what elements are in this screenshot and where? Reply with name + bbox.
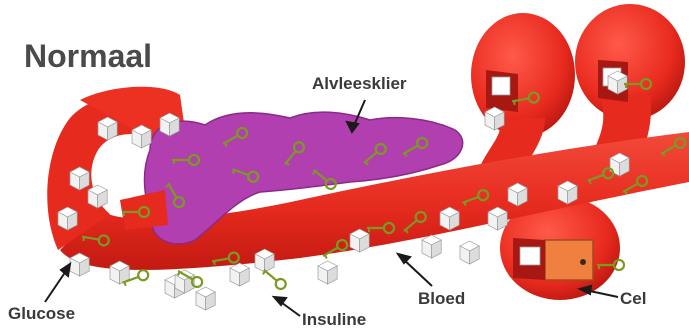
sugar-cube-icon bbox=[318, 261, 337, 284]
sugar-cube-icon bbox=[460, 241, 479, 264]
arrow-cell bbox=[580, 286, 618, 297]
arrow-glucose bbox=[45, 264, 70, 302]
sugar-cube-icon bbox=[508, 183, 527, 206]
cell-door-icon bbox=[513, 238, 593, 280]
label-pancreas: Alvleesklier bbox=[312, 74, 407, 94]
sugar-cube-icon bbox=[485, 107, 504, 130]
sugar-cube-icon bbox=[70, 253, 89, 276]
sugar-cube-icon bbox=[196, 287, 215, 310]
label-cell: Cel bbox=[620, 289, 646, 309]
sugar-cube-icon bbox=[98, 117, 117, 140]
arrow-blood bbox=[398, 254, 432, 286]
sugar-cube-icon bbox=[70, 167, 89, 190]
cell-door-top-left bbox=[486, 70, 518, 112]
sugar-cube-icon bbox=[132, 125, 151, 148]
label-insulin: Insuline bbox=[302, 310, 366, 330]
arrow-insulin bbox=[274, 297, 300, 316]
sugar-cube-icon bbox=[440, 207, 459, 230]
sugar-cube-icon bbox=[160, 113, 179, 136]
sugar-cube-icon bbox=[350, 229, 369, 252]
pancreatic-duct bbox=[120, 190, 168, 230]
label-glucose: Glucose bbox=[8, 304, 75, 324]
sugar-cube-icon bbox=[558, 181, 577, 204]
sugar-cube-icon bbox=[230, 263, 249, 286]
sugar-cube-icon bbox=[488, 207, 507, 230]
sugar-cube-icon bbox=[255, 249, 274, 272]
page-title: Normaal bbox=[24, 38, 152, 75]
label-blood: Bloed bbox=[418, 289, 465, 309]
insulin-key-icon bbox=[261, 266, 288, 291]
sugar-cube-icon bbox=[58, 207, 77, 230]
sugar-cube-icon bbox=[608, 71, 627, 94]
sugar-cube-icon bbox=[422, 235, 441, 258]
sugar-cube-icon bbox=[88, 185, 107, 208]
